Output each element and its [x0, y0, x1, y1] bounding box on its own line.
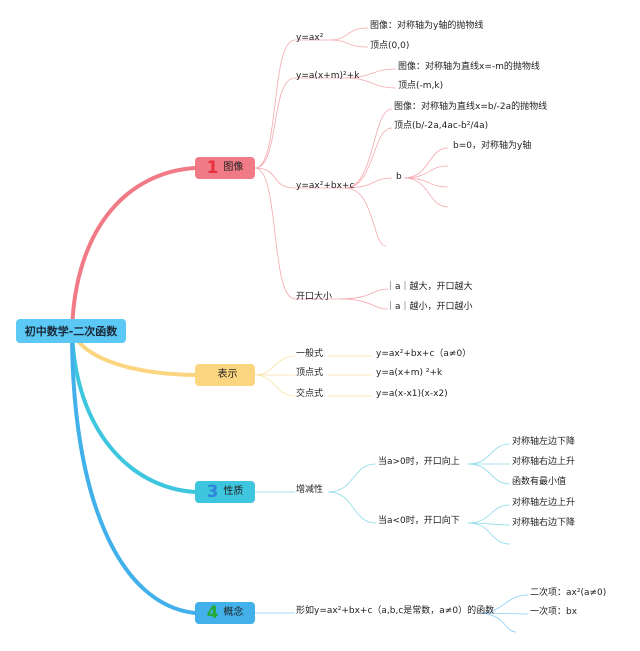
root-node[interactable]: 初中数学-二次函数	[16, 319, 126, 343]
branch-gainian[interactable]: 4 概念	[195, 602, 255, 624]
branch-xingzhi[interactable]: 3 性质	[195, 481, 255, 503]
node-general-form-value[interactable]: y=ax²+bx+c（a≠0）	[376, 349, 472, 359]
node-opening-size[interactable]: 开口大小	[296, 292, 333, 302]
node-formula-ax2[interactable]: y=ax²	[296, 33, 324, 43]
link-root-xingzhi	[70, 329, 197, 494]
node-general-image[interactable]: 图像：对称轴为直线x=b/-2a的抛物线	[394, 102, 548, 112]
node-formula-general[interactable]: y=ax²+bx+c	[296, 181, 355, 191]
branch-label: 性质	[223, 486, 244, 497]
node-a-positive-left[interactable]: 对称轴左边下降	[512, 437, 576, 447]
node-vertex-form[interactable]: 顶点式	[296, 368, 324, 378]
branch-number: 4	[206, 602, 219, 623]
branch-label: 图像	[223, 162, 244, 173]
node-b-zero[interactable]: b=0，对称轴为y轴	[453, 141, 532, 151]
node-opening-smaller[interactable]: ｜a｜越小，开口越小	[386, 302, 473, 312]
node-opening-larger[interactable]: ｜a｜越大，开口越大	[386, 282, 473, 292]
node-ax2-vertex[interactable]: 顶点(0,0)	[370, 41, 410, 51]
node-general-form[interactable]: 一般式	[296, 349, 324, 359]
root-label: 初中数学-二次函数	[24, 324, 118, 338]
node-a-negative-left[interactable]: 对称轴左边上升	[512, 498, 576, 508]
node-b[interactable]: b	[396, 172, 402, 182]
node-a-negative-right[interactable]: 对称轴右边下降	[512, 518, 576, 528]
node-intercept-form-value[interactable]: y=a(x-x1)(x-x2)	[376, 389, 448, 399]
branch-number: 1	[206, 157, 219, 178]
node-general-vertex[interactable]: 顶点(b/-2a,4ac-b²/4a)	[394, 121, 489, 131]
node-a-positive-min[interactable]: 函数有最小值	[512, 477, 567, 487]
node-intercept-form[interactable]: 交点式	[296, 389, 324, 399]
node-vertex-form-value[interactable]: y=a(x+m) ²+k	[376, 368, 443, 378]
node-a-positive-right[interactable]: 对称轴右边上升	[512, 457, 576, 467]
branch-label: 概念	[223, 607, 244, 618]
branch-tuxiang[interactable]: 1 图像	[195, 157, 255, 179]
node-ax2-image[interactable]: 图像：对称轴为y轴的抛物线	[370, 21, 484, 31]
node-monotonicity[interactable]: 增减性	[296, 485, 324, 495]
branch-number: 3	[206, 481, 219, 502]
node-quadratic-term[interactable]: 二次项：ax²(a≠0)	[530, 588, 607, 598]
node-vertex-form-image[interactable]: 图像：对称轴为直线x=-m的抛物线	[398, 62, 540, 72]
node-vertex-form-vertex[interactable]: 顶点(-m,k)	[398, 81, 444, 91]
node-linear-term[interactable]: 一次项：bx	[530, 607, 578, 617]
link-root-tuxiang	[70, 166, 197, 333]
branch-label: 表示	[217, 369, 238, 380]
node-formula-vertex-form[interactable]: y=a(x+m)²+k	[296, 71, 360, 81]
node-definition[interactable]: 形如y=ax²+bx+c（a,b,c是常数，a≠0）的函数	[296, 606, 495, 616]
link-root-gainian	[70, 329, 197, 615]
node-a-negative[interactable]: 当a<0时，开口向下	[378, 516, 460, 526]
branch-biaoshi[interactable]: 表示	[195, 364, 255, 386]
node-a-positive[interactable]: 当a>0时，开口向上	[378, 457, 460, 467]
